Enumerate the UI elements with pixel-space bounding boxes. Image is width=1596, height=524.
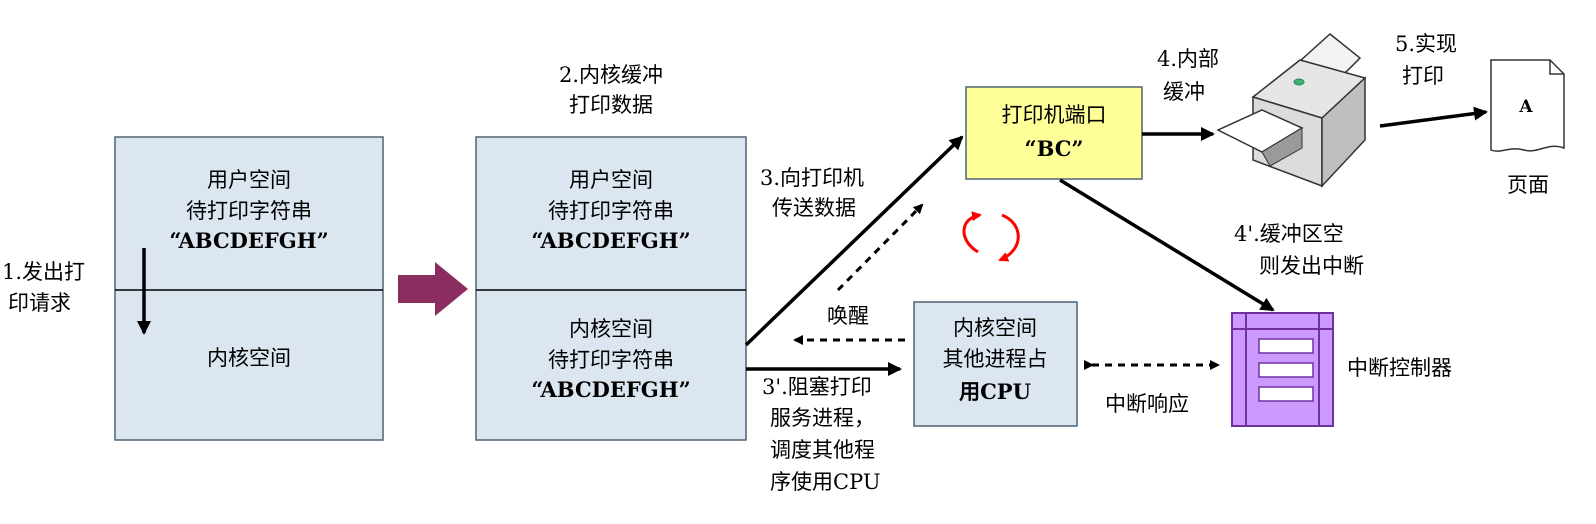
step1-line-2: 印请求 [8,291,71,315]
port-box-rect [965,86,1143,180]
step3b-line-4: 序使用CPU [770,470,881,494]
step4b-line-2: 则发出中断 [1259,254,1364,278]
step3-label: 3.向打印机 传送数据 [760,166,864,220]
wake-dashed-arrow-up [836,203,924,292]
step4b-label: 4'.缓冲区空 则发出中断 [1234,222,1364,278]
port-value: “BC” [1024,136,1083,161]
step5-label: 5.实现 打印 [1395,32,1457,88]
step1-label: 1.发出打 印请求 [2,260,85,315]
print-output-arrow [1379,106,1488,128]
user-string-label: 待打印字符串 [186,199,312,223]
send-data-arrow [744,135,964,347]
page-letter: A [1518,97,1533,117]
printer-icon [1216,33,1367,188]
page-icon: A [1490,59,1565,152]
user-process-box: 用户空间 待打印字符串 “ABCDEFGH” 内核空间 [114,136,384,441]
step4-line-2: 缓冲 [1163,80,1205,104]
user-space-label: 用户空间 [207,168,291,192]
kernel-user-space-label: 用户空间 [569,168,653,192]
page-label: 页面 [1507,173,1549,197]
step1-line-1: 1.发出打 [2,260,85,284]
kernel-user-string-label: 待打印字符串 [548,199,674,223]
other-line-1: 内核空间 [953,316,1037,340]
interrupt-response-label: 中断响应 [1105,392,1189,416]
step3b-line-3: 调度其他程 [770,438,875,462]
step4b-line-1: 4'.缓冲区空 [1234,222,1344,246]
kernel-box-rect [475,136,747,441]
step4-line-1: 4.内部 [1157,47,1219,71]
step5-line-2: 打印 [1402,64,1444,88]
user-string-value: “ABCDEFGH” [169,228,328,253]
controller-label: 中断控制器 [1347,356,1452,380]
step3b-label: 3'.阻塞打印 服务进程， 调度其他程 序使用CPU [762,375,881,494]
user-kernel-label: 内核空间 [207,346,291,370]
kernel-string-label: 待打印字符串 [548,348,674,372]
step3-line-2: 传送数据 [772,196,856,220]
kernel-user-string-value: “ABCDEFGH” [531,228,690,253]
other-line-2: 其他进程占 [943,347,1048,371]
other-box-rect [913,301,1078,427]
user-box-rect [114,136,384,441]
kernel-buffer-box: 2.内核缓冲 打印数据 用户空间 待打印字符串 “ABCDEFGH” 内核空间 … [475,63,747,441]
wake-label: 唤醒 [827,304,869,328]
step5-line-1: 5.实现 [1395,32,1457,56]
step3b-line-1: 3'.阻塞打印 [762,375,872,399]
port-label: 打印机端口 [1002,103,1107,127]
other-line-3: 用CPU [959,379,1031,404]
cycle-arrows-icon [962,211,1020,262]
kernel-space-label: 内核空间 [569,317,653,341]
interrupt-controller-icon [1231,312,1334,427]
step2-line-2: 打印数据 [569,93,653,117]
other-process-box: 内核空间 其他进程占 用CPU [913,301,1078,427]
step3-line-1: 3.向打印机 [760,166,864,190]
interrupt-signal-arrow [1059,178,1275,312]
step3b-line-2: 服务进程， [770,406,875,430]
step2-line-1: 2.内核缓冲 [559,63,663,87]
kernel-string-value: “ABCDEFGH” [531,377,690,402]
step4-label: 4.内部 缓冲 [1157,47,1219,104]
printer-port-box: 打印机端口 “BC” [965,86,1143,180]
copy-to-kernel-arrow [398,262,468,316]
